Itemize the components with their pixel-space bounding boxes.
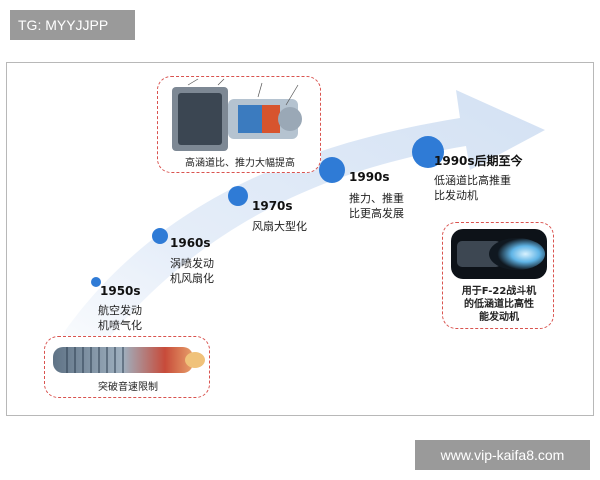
stage-1990s-late: 低涵道比高推重 比发动机 <box>434 173 511 203</box>
watermark-tag: TG: MYYJJPP <box>10 10 135 40</box>
node-1970s <box>228 186 248 206</box>
stage-1950s-line-2: 机喷气化 <box>98 319 142 332</box>
stage-1970s: 风扇大型化 <box>252 219 307 234</box>
era-label-1990s: 1990s <box>349 170 390 184</box>
early-jet-engine-image <box>53 347 205 373</box>
era-label-1950s: 1950s <box>100 284 141 298</box>
era-label-1970s: 1970s <box>252 199 293 213</box>
stage-1960s: 涡喷发动 机风扇化 <box>170 256 214 286</box>
f22-caption-line-3: 能发动机 <box>479 312 519 323</box>
early-engine-caption: 突破音速限制 <box>98 382 158 393</box>
node-1990s-late <box>412 136 444 168</box>
turbofan-box: 高涵道比、推力大幅提高 <box>157 76 321 173</box>
stage-1950s: 航空发动 机喷气化 <box>98 303 142 333</box>
era-label-1960s: 1960s <box>170 236 211 250</box>
stage-1970s-line-1: 风扇大型化 <box>252 220 307 233</box>
f22-caption-line-2: 的低涵道比高性 <box>464 299 534 310</box>
stage-1990s: 推力、推重 比更高发展 <box>349 191 404 221</box>
node-1990s <box>319 157 345 183</box>
f22-engine-caption: 用于F-22战斗机 的低涵道比高性 能发动机 <box>443 285 555 324</box>
era-label-1990s-late: 1990s后期至今 <box>434 154 523 168</box>
turbofan-caption: 高涵道比、推力大幅提高 <box>185 158 295 169</box>
stage-1990s-late-line-2: 比发动机 <box>434 189 478 202</box>
stage-1960s-line-2: 机风扇化 <box>170 272 214 285</box>
f22-engine-image <box>451 229 547 279</box>
stage-1990s-line-1: 推力、推重 <box>349 192 404 205</box>
stage-1990s-late-line-1: 低涵道比高推重 <box>434 174 511 187</box>
early-engine-box: 突破音速限制 <box>44 336 210 398</box>
watermark-url: www.vip-kaifa8.com <box>415 440 590 470</box>
stage-1950s-line-1: 航空发动 <box>98 304 142 317</box>
f22-caption-line-1: 用于F-22战斗机 <box>461 286 537 297</box>
turbofan-cutaway-image <box>172 78 302 151</box>
node-1950s <box>91 277 101 287</box>
f22-engine-box: 用于F-22战斗机 的低涵道比高性 能发动机 <box>442 222 554 329</box>
stage-1990s-line-2: 比更高发展 <box>349 207 404 220</box>
node-1960s <box>152 228 168 244</box>
stage-1960s-line-1: 涡喷发动 <box>170 257 214 270</box>
